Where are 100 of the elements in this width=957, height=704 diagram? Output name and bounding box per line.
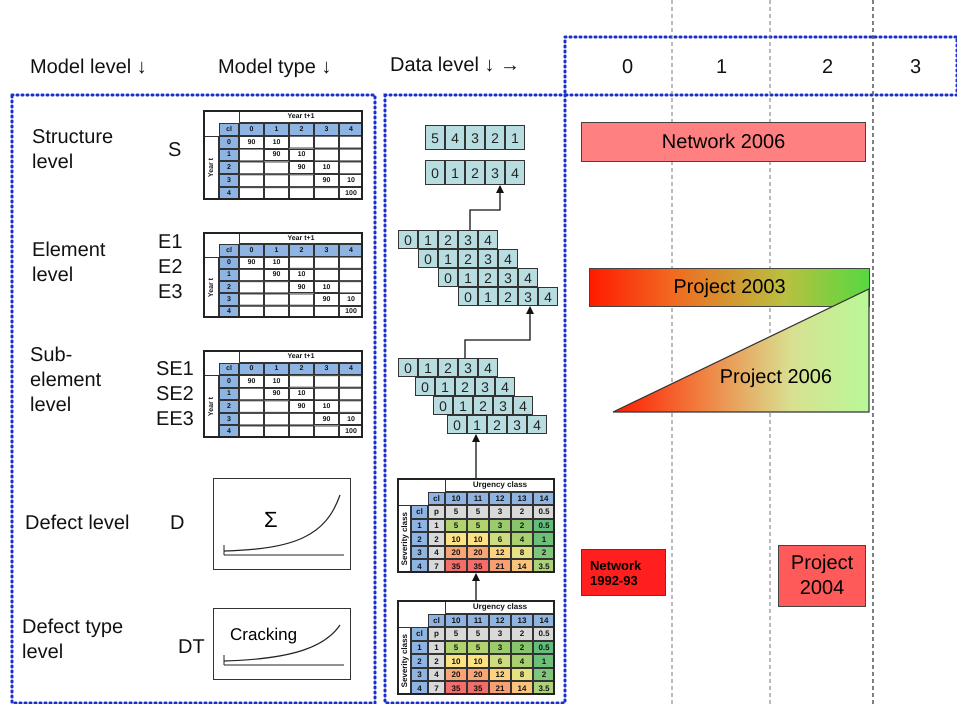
state-number: 2: [478, 268, 498, 287]
table-value: p: [428, 505, 445, 519]
table-header: 11: [467, 492, 489, 506]
arrow: [472, 434, 480, 478]
state-number: 1: [418, 230, 438, 249]
table-value: 1: [533, 654, 555, 668]
table-value: 2: [428, 532, 445, 546]
table-header: cl: [428, 492, 445, 506]
table-header: 13: [511, 614, 533, 628]
state-number: 3: [458, 358, 478, 377]
table-value: 2: [511, 627, 533, 641]
table-value: 5: [467, 627, 489, 641]
state-number: 4: [505, 160, 525, 185]
level-label: Sub-element level: [30, 343, 102, 418]
table-value: 10: [445, 654, 467, 668]
table-value: 12: [489, 668, 511, 682]
curve-label: Cracking: [230, 625, 298, 645]
state-number: 4: [478, 230, 498, 249]
bar-label: Project 2006: [720, 366, 832, 389]
table-value: 4: [428, 546, 445, 560]
state-number: 3: [498, 268, 518, 287]
table-header: 1: [411, 640, 428, 654]
state-row: [425, 160, 525, 185]
table-header: 1: [411, 518, 428, 532]
table-header: 13: [511, 492, 533, 506]
table-value: 4: [428, 668, 445, 682]
table-value: 5: [445, 505, 467, 519]
table-value: 0.5: [533, 505, 555, 519]
table-value: 10: [445, 532, 467, 546]
level-label: Defect level: [25, 511, 130, 536]
table-header: 10: [445, 614, 467, 628]
table-header: cl: [428, 614, 445, 628]
bar-label: Network 1992-93: [589, 558, 642, 588]
state-number: 3: [493, 396, 513, 415]
state-number: 1: [418, 358, 438, 377]
state-row: [398, 230, 498, 249]
table-value: 5: [467, 505, 489, 519]
state-number: 4: [445, 125, 465, 150]
table-value: 20: [445, 668, 467, 682]
model-code: EE3: [156, 407, 194, 432]
table-value: 10: [467, 654, 489, 668]
table-header: 2: [411, 532, 428, 546]
state-number: 1: [445, 160, 465, 185]
model-code: E2: [158, 255, 182, 280]
transition-matrix: [203, 232, 363, 318]
table-header: Severity class: [400, 634, 408, 688]
table-value: 2: [511, 640, 533, 654]
column-heading: Data level ↓ →: [390, 53, 520, 78]
state-row: [438, 268, 538, 287]
state-number: 2: [485, 125, 505, 150]
arrow: [469, 185, 504, 230]
state-number: 5: [425, 125, 445, 150]
state-number: 4: [498, 249, 518, 268]
table-header: 12: [489, 614, 511, 628]
state-number: 0: [425, 160, 445, 185]
table-header: 3: [411, 546, 428, 560]
table-value: 5: [445, 518, 467, 532]
table-value: 1: [533, 532, 555, 546]
state-number: 2: [455, 377, 475, 396]
table-value: 6: [489, 654, 511, 668]
timeline-bar: [589, 268, 870, 307]
state-row: [433, 396, 533, 415]
table-header: 11: [467, 614, 489, 628]
table-value: 8: [511, 546, 533, 560]
state-number: 1: [478, 287, 498, 306]
state-number: 2: [498, 287, 518, 306]
state-number: 2: [487, 415, 507, 434]
table-header: 3: [411, 668, 428, 682]
state-row: [425, 125, 525, 150]
state-number: 3: [465, 125, 485, 150]
state-row: [458, 287, 558, 306]
state-number: 3: [478, 249, 498, 268]
table-value: 0.5: [533, 627, 555, 641]
table-value: 3: [489, 505, 511, 519]
state-number: 3: [485, 160, 505, 185]
bar-label: Network 2006: [662, 130, 786, 154]
model-code: E1: [158, 230, 182, 255]
level-label: Element level: [32, 238, 106, 288]
state-number: 1: [435, 377, 455, 396]
table-value: 1: [428, 640, 445, 654]
state-number: 2: [438, 230, 458, 249]
model-code: SE2: [156, 382, 194, 407]
state-row: [398, 358, 498, 377]
state-number: 1: [467, 415, 487, 434]
state-number: 0: [398, 358, 418, 377]
state-number: 4: [527, 415, 547, 434]
table-value: 5: [445, 640, 467, 654]
table-value: 5: [467, 640, 489, 654]
model-code: SE1: [156, 357, 194, 382]
state-number: 1: [438, 249, 458, 268]
state-number: 4: [495, 377, 515, 396]
table-value: 12: [489, 546, 511, 560]
state-number: 4: [478, 358, 498, 377]
column-heading: Model level ↓: [30, 55, 147, 80]
state-number: 3: [475, 377, 495, 396]
table-header: Severity class: [400, 512, 408, 566]
table-value: 2: [511, 505, 533, 519]
state-number: 0: [415, 377, 435, 396]
table-header: 10: [445, 492, 467, 506]
curve-label: Σ: [264, 507, 278, 533]
